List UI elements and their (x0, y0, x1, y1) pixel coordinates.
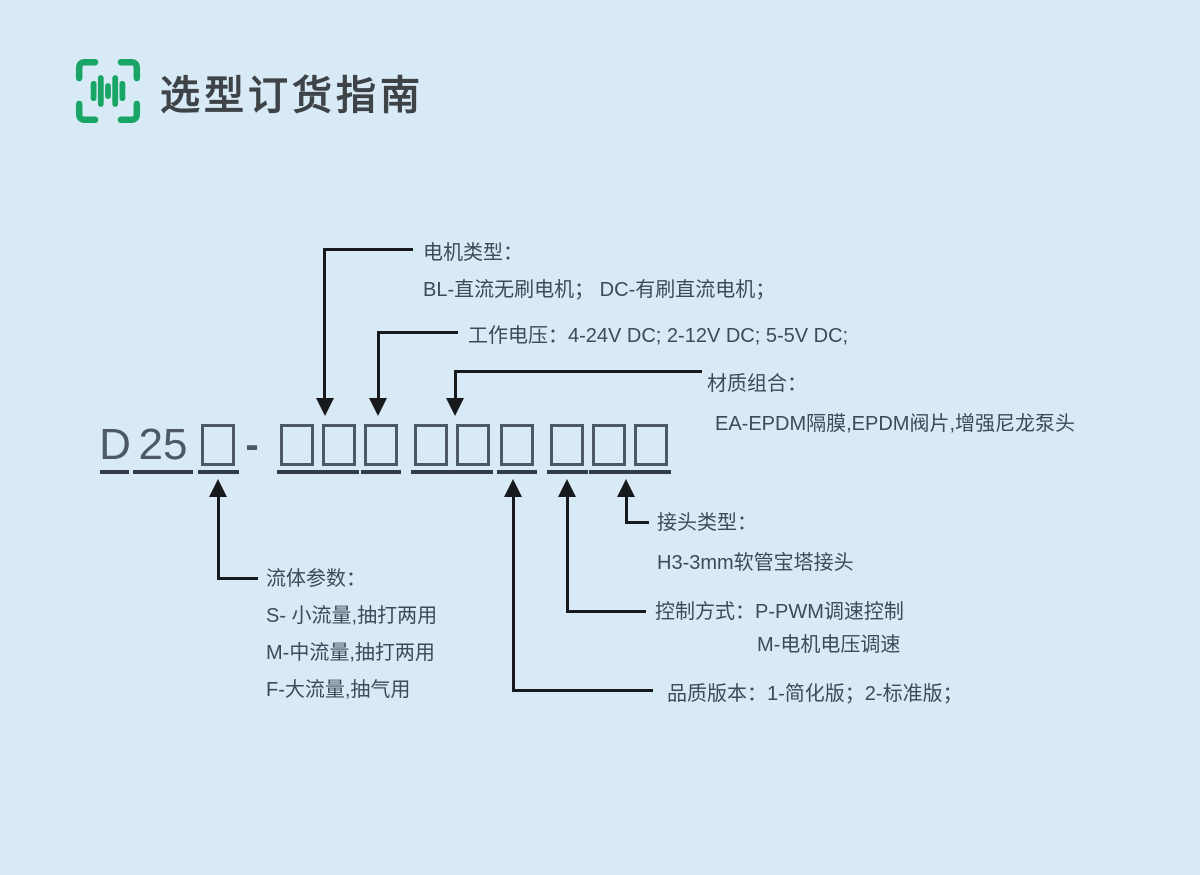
control-callout-text-2: M-电机电压调速 (757, 634, 901, 656)
arrow-up-icon (558, 479, 576, 497)
underline-quality (497, 470, 537, 474)
fluid-title: 流体参数： (266, 568, 366, 590)
underline-control (547, 470, 588, 474)
code-slot-motor-1 (280, 424, 314, 466)
arrow-up-icon (617, 479, 635, 497)
motor-callout-line (323, 248, 326, 398)
code-slot-voltage (364, 424, 398, 466)
voltage-callout-line (377, 331, 380, 398)
motor-callout-text: 电机类型： BL-直流无刷电机； DC-有刷直流电机； (423, 235, 775, 309)
code-slot-quality (500, 424, 534, 466)
fluid-option-m: M-中流量,抽打两用 (266, 642, 435, 664)
arrow-down-icon (369, 398, 387, 416)
fluid-callout-line (217, 495, 220, 580)
quality-callout-line (512, 495, 515, 691)
underline-connector (589, 470, 671, 474)
code-separator: - (245, 423, 259, 467)
code-slot-connector-1 (592, 424, 626, 466)
code-slot-control (550, 424, 584, 466)
connector-callout-line (625, 495, 628, 524)
scan-barcode-icon (75, 58, 141, 124)
fluid-callout-text: 流体参数： S- 小流量,抽打两用 M-中流量,抽打两用 F-大流量,抽气用 (266, 561, 437, 709)
material-title: 材质组合： (707, 373, 807, 395)
control-callout-line (566, 495, 569, 613)
code-slot-connector-2 (634, 424, 668, 466)
material-callout-text: 材质组合： EA-EPDM隔膜,EPDM阀片,增强尼龙泵头 (707, 364, 1075, 444)
code-slot-motor-2 (322, 424, 356, 466)
material-callout-line (454, 370, 702, 373)
control-callout-text: 控制方式：P-PWM调速控制 (655, 601, 904, 623)
control-callout-line (566, 610, 646, 613)
quality-callout-text: 品质版本：1-简化版；2-标准版； (667, 683, 963, 705)
code-slot-material-2 (456, 424, 490, 466)
voltage-callout-text: 工作电压：4-24V DC; 2-12V DC; 5-5V DC; (468, 325, 849, 347)
page-title: 选型订货指南 (160, 74, 424, 118)
code-size: 25 (138, 420, 188, 469)
arrow-up-icon (504, 479, 522, 497)
material-options: EA-EPDM隔膜,EPDM阀片,增强尼龙泵头 (715, 413, 1076, 435)
connector-options: H3-3mm软管宝塔接头 (657, 552, 854, 574)
connector-callout-text: 接头类型： H3-3mm软管宝塔接头 (657, 503, 854, 583)
underline-size (133, 470, 193, 474)
fluid-option-s: S- 小流量,抽打两用 (266, 605, 438, 627)
underline-voltage (361, 470, 401, 474)
underline-motor (277, 470, 359, 474)
arrow-up-icon (209, 479, 227, 497)
underline-material (411, 470, 493, 474)
underline-series (100, 470, 129, 474)
connector-title: 接头类型： (657, 512, 757, 534)
code-series: D (99, 420, 131, 469)
voltage-callout-line (377, 331, 458, 334)
fluid-option-f: F-大流量,抽气用 (266, 679, 411, 701)
code-slot-material-1 (414, 424, 448, 466)
connector-callout-line (625, 521, 649, 524)
arrow-down-icon (446, 398, 464, 416)
underline-fluid (198, 470, 239, 474)
arrow-down-icon (316, 398, 334, 416)
fluid-callout-line (217, 577, 258, 580)
code-slot-fluid (201, 424, 235, 466)
motor-options: BL-直流无刷电机； DC-有刷直流电机； (423, 279, 776, 301)
motor-callout-line (323, 248, 413, 251)
motor-title: 电机类型： (423, 242, 523, 264)
quality-callout-line (512, 689, 653, 692)
material-callout-line (454, 370, 457, 398)
